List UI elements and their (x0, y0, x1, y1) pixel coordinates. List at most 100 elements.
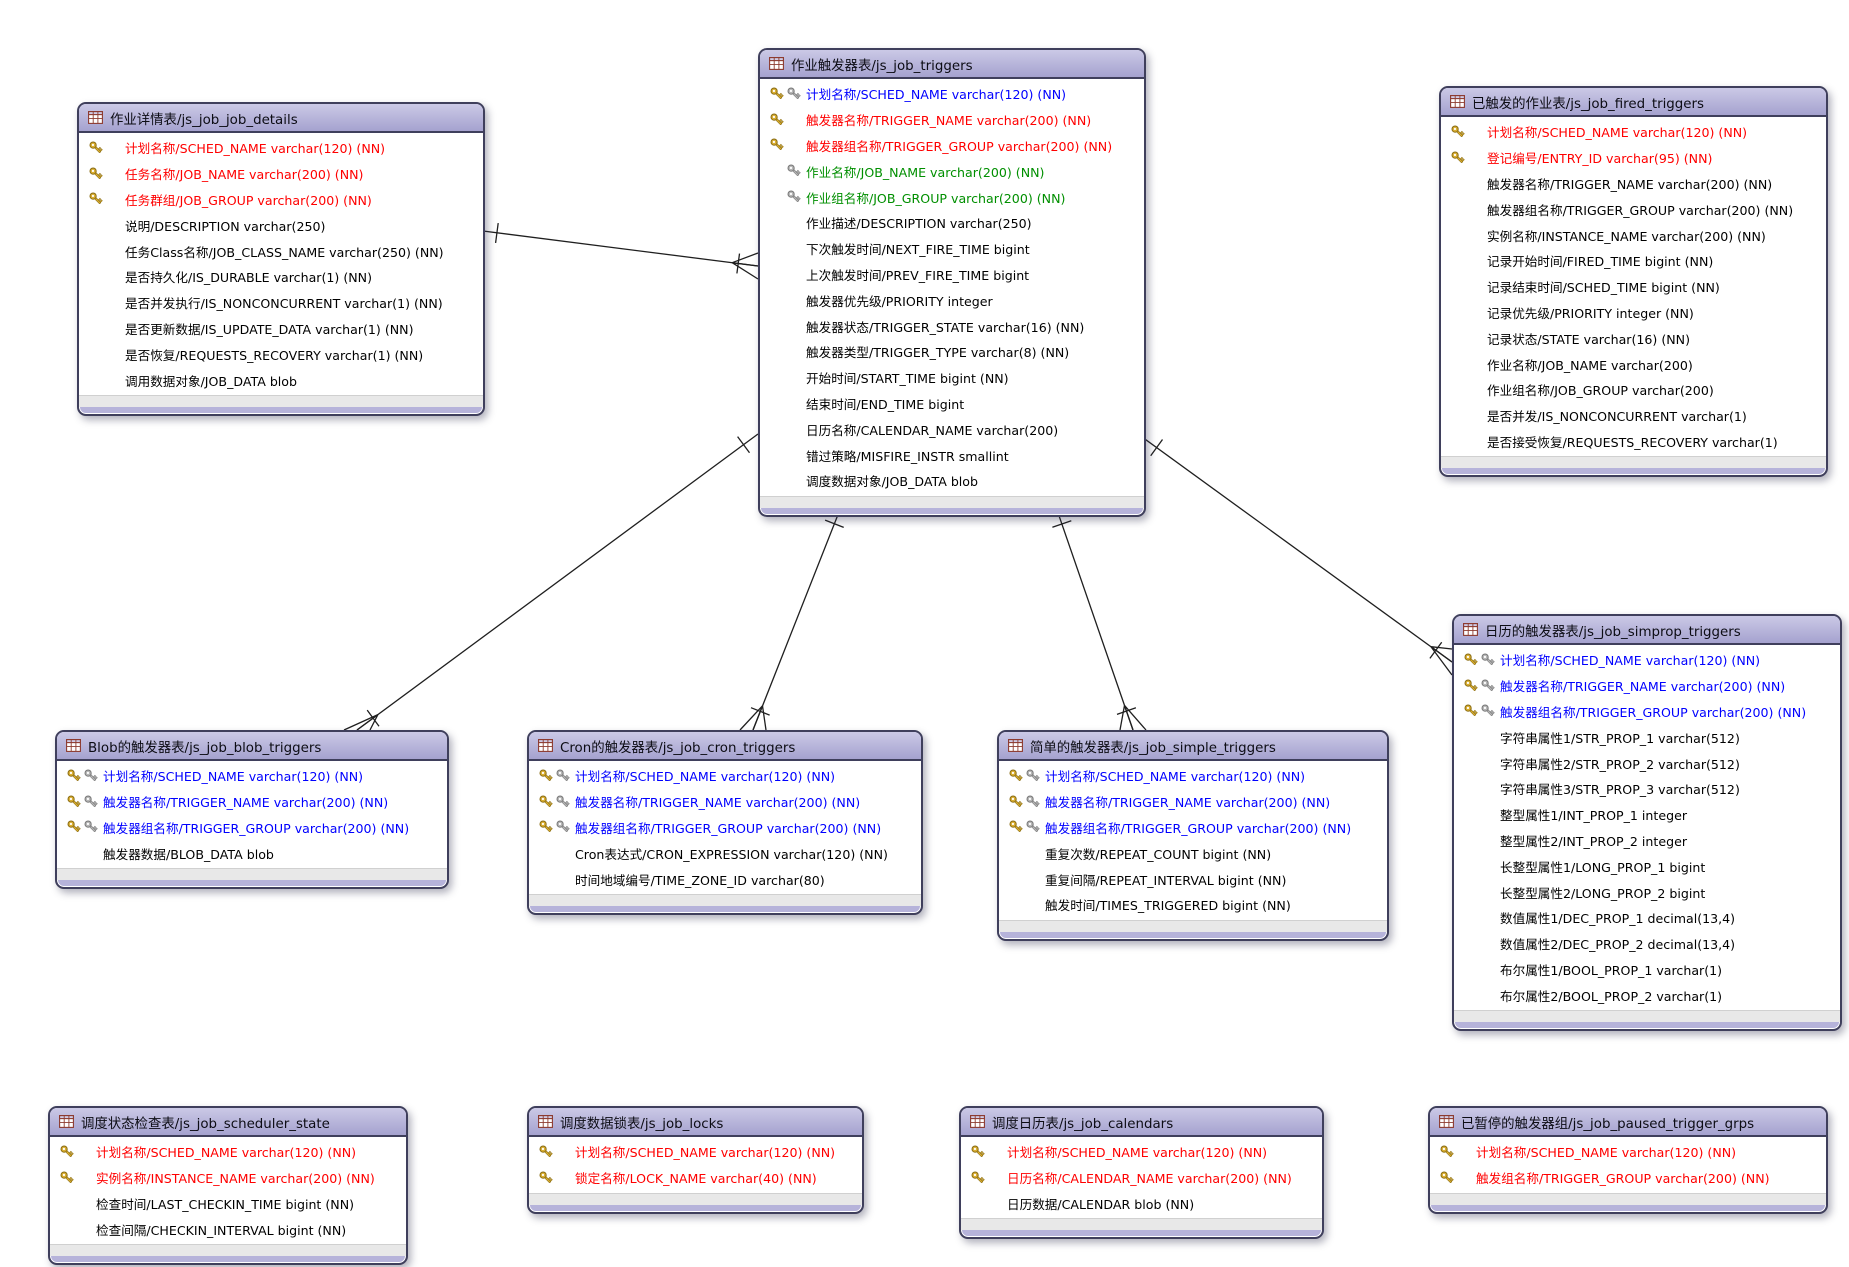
field-row[interactable]: 作业名称/JOB_NAME varchar(200) (NN) (760, 158, 1144, 184)
field-row[interactable]: 布尔属性2/BOOL_PROP_2 varchar(1) (1454, 982, 1840, 1008)
field-row[interactable]: 数值属性1/DEC_PROP_1 decimal(13,4) (1454, 905, 1840, 931)
field-row[interactable]: 触发组名称/TRIGGER_GROUP varchar(200) (NN) (1430, 1165, 1826, 1191)
table-header[interactable]: 日历的触发器表/js_job_simprop_triggers (1454, 616, 1840, 645)
field-row[interactable]: 计划名称/SCHED_NAME varchar(120) (NN) (57, 763, 447, 789)
field-row[interactable]: 日历数据/CALENDAR blob (NN) (961, 1191, 1322, 1217)
field-row[interactable]: 检查间隔/CHECKIN_INTERVAL bigint (NN) (50, 1216, 406, 1242)
field-row[interactable]: 记录开始时间/FIRED_TIME bigint (NN) (1441, 248, 1826, 274)
table-header[interactable]: Cron的触发器表/js_job_cron_triggers (529, 732, 921, 761)
table-header[interactable]: 已暂停的触发器组/js_job_paused_trigger_grps (1430, 1108, 1826, 1137)
field-row[interactable]: 任务名称/JOB_NAME varchar(200) (NN) (79, 161, 483, 187)
field-row[interactable]: 日历名称/CALENDAR_NAME varchar(200) (NN) (961, 1165, 1322, 1191)
field-row[interactable]: 日历名称/CALENDAR_NAME varchar(200) (760, 416, 1144, 442)
field-row[interactable]: 数值属性2/DEC_PROP_2 decimal(13,4) (1454, 931, 1840, 957)
field-row[interactable]: 计划名称/SCHED_NAME varchar(120) (NN) (529, 763, 921, 789)
field-row[interactable]: 字符串属性1/STR_PROP_1 varchar(512) (1454, 724, 1840, 750)
table-header[interactable]: 作业触发器表/js_job_triggers (760, 50, 1144, 79)
field-row[interactable]: 作业组名称/JOB_GROUP varchar(200) (NN) (760, 184, 1144, 210)
field-row[interactable]: 是否持久化/IS_DURABLE varchar(1) (NN) (79, 264, 483, 290)
field-row[interactable]: 整型属性1/INT_PROP_1 integer (1454, 802, 1840, 828)
entity-table-calendars[interactable]: 调度日历表/js_job_calendars 计划名称/SCHED_NAME v… (959, 1106, 1324, 1240)
table-header[interactable]: 调度数据锁表/js_job_locks (529, 1108, 862, 1137)
field-row[interactable]: 说明/DESCRIPTION varchar(250) (79, 212, 483, 238)
field-row[interactable]: 作业名称/JOB_NAME varchar(200) (1441, 351, 1826, 377)
table-header[interactable]: 已触发的作业表/js_job_fired_triggers (1441, 88, 1826, 117)
field-row[interactable]: 触发器名称/TRIGGER_NAME varchar(200) (NN) (529, 789, 921, 815)
field-row[interactable]: 调度数据对象/JOB_DATA blob (760, 468, 1144, 494)
field-row[interactable]: 触发器名称/TRIGGER_NAME varchar(200) (NN) (57, 789, 447, 815)
field-row[interactable]: 记录状态/STATE varchar(16) (NN) (1441, 325, 1826, 351)
entity-table-simple-triggers[interactable]: 简单的触发器表/js_job_simple_triggers 计划名称/SCHE… (997, 730, 1389, 941)
field-row[interactable]: 触发器类型/TRIGGER_TYPE varchar(8) (NN) (760, 339, 1144, 365)
field-row[interactable]: 整型属性2/INT_PROP_2 integer (1454, 828, 1840, 854)
field-row[interactable]: 计划名称/SCHED_NAME varchar(120) (NN) (50, 1139, 406, 1165)
field-row[interactable]: 计划名称/SCHED_NAME varchar(120) (NN) (1430, 1139, 1826, 1165)
relationship-triggers-cron[interactable] (739, 506, 844, 731)
field-row[interactable]: 触发器名称/TRIGGER_NAME varchar(200) (NN) (999, 789, 1387, 815)
field-row[interactable]: 触发器优先级/PRIORITY integer (760, 287, 1144, 313)
field-row[interactable]: 长整型属性1/LONG_PROP_1 bigint (1454, 853, 1840, 879)
field-row[interactable]: 触发器组名称/TRIGGER_GROUP varchar(200) (NN) (1441, 196, 1826, 222)
field-row[interactable]: 任务群组/JOB_GROUP varchar(200) (NN) (79, 187, 483, 213)
entity-table-cron-triggers[interactable]: Cron的触发器表/js_job_cron_triggers 计划名称/SCHE… (527, 730, 923, 915)
field-row[interactable]: 触发器数据/BLOB_DATA blob (57, 840, 447, 866)
field-row[interactable]: 计划名称/SCHED_NAME varchar(120) (NN) (961, 1139, 1322, 1165)
field-row[interactable]: 下次触发时间/NEXT_FIRE_TIME bigint (760, 236, 1144, 262)
entity-table-job-details[interactable]: 作业详情表/js_job_job_details 计划名称/SCHED_NAME… (77, 102, 485, 416)
field-row[interactable]: 计划名称/SCHED_NAME varchar(120) (NN) (79, 135, 483, 161)
field-row[interactable]: 作业组名称/JOB_GROUP varchar(200) (1441, 377, 1826, 403)
field-row[interactable]: 作业描述/DESCRIPTION varchar(250) (760, 210, 1144, 236)
field-row[interactable]: 触发器组名称/TRIGGER_GROUP varchar(200) (NN) (999, 815, 1387, 841)
table-header[interactable]: 调度状态检查表/js_job_scheduler_state (50, 1108, 406, 1137)
field-row[interactable]: 计划名称/SCHED_NAME varchar(120) (NN) (1441, 119, 1826, 145)
entity-table-simprop-triggers[interactable]: 日历的触发器表/js_job_simprop_triggers 计划名称/SCH… (1452, 614, 1842, 1032)
field-row[interactable]: 重复次数/REPEAT_COUNT bigint (NN) (999, 840, 1387, 866)
relationship-details-triggers[interactable] (482, 223, 759, 280)
relationship-triggers-simple[interactable] (1052, 506, 1147, 731)
field-row[interactable]: 是否恢复/REQUESTS_RECOVERY varchar(1) (NN) (79, 341, 483, 367)
field-row[interactable]: 调用数据对象/JOB_DATA blob (79, 367, 483, 393)
field-row[interactable]: 记录优先级/PRIORITY integer (NN) (1441, 300, 1826, 326)
field-row[interactable]: 登记编号/ENTRY_ID varchar(95) (NN) (1441, 145, 1826, 171)
field-row[interactable]: 长整型属性2/LONG_PROP_2 bigint (1454, 879, 1840, 905)
entity-table-fired-triggers[interactable]: 已触发的作业表/js_job_fired_triggers 计划名称/SCHED… (1439, 86, 1828, 478)
field-row[interactable]: 开始时间/START_TIME bigint (NN) (760, 365, 1144, 391)
entity-table-blob-triggers[interactable]: Blob的触发器表/js_job_blob_triggers 计划名称/SCHE… (55, 730, 449, 890)
field-row[interactable]: 触发器组名称/TRIGGER_GROUP varchar(200) (NN) (57, 815, 447, 841)
entity-table-scheduler-state[interactable]: 调度状态检查表/js_job_scheduler_state 计划名称/SCHE… (48, 1106, 408, 1266)
field-row[interactable]: 任务Class名称/JOB_CLASS_NAME varchar(250) (N… (79, 238, 483, 264)
field-row[interactable]: 触发器名称/TRIGGER_NAME varchar(200) (NN) (1454, 673, 1840, 699)
field-row[interactable]: 触发器状态/TRIGGER_STATE varchar(16) (NN) (760, 313, 1144, 339)
field-row[interactable]: 时间地域编号/TIME_ZONE_ID varchar(80) (529, 866, 921, 892)
field-row[interactable]: 是否并发执行/IS_NONCONCURRENT varchar(1) (NN) (79, 290, 483, 316)
field-row[interactable]: 触发器名称/TRIGGER_NAME varchar(200) (NN) (760, 107, 1144, 133)
field-row[interactable]: 是否并发/IS_NONCONCURRENT varchar(1) (1441, 403, 1826, 429)
relationship-triggers-simprop[interactable] (1141, 436, 1453, 676)
field-row[interactable]: 实例名称/INSTANCE_NAME varchar(200) (NN) (50, 1165, 406, 1191)
table-header[interactable]: 作业详情表/js_job_job_details (79, 104, 483, 133)
table-header[interactable]: 调度日历表/js_job_calendars (961, 1108, 1322, 1137)
field-row[interactable]: 计划名称/SCHED_NAME varchar(120) (NN) (999, 763, 1387, 789)
field-row[interactable]: 是否接受恢复/REQUESTS_RECOVERY varchar(1) (1441, 429, 1826, 455)
field-row[interactable]: 计划名称/SCHED_NAME varchar(120) (NN) (1454, 647, 1840, 673)
field-row[interactable]: 结束时间/END_TIME bigint (760, 391, 1144, 417)
relationship-triggers-blob[interactable] (343, 433, 759, 731)
field-row[interactable]: 记录结束时间/SCHED_TIME bigint (NN) (1441, 274, 1826, 300)
field-row[interactable]: 重复间隔/REPEAT_INTERVAL bigint (NN) (999, 866, 1387, 892)
field-row[interactable]: 检查时间/LAST_CHECKIN_TIME bigint (NN) (50, 1191, 406, 1217)
field-row[interactable]: Cron表达式/CRON_EXPRESSION varchar(120) (NN… (529, 840, 921, 866)
field-row[interactable]: 触发器组名称/TRIGGER_GROUP varchar(200) (NN) (760, 133, 1144, 159)
entity-table-locks[interactable]: 调度数据锁表/js_job_locks 计划名称/SCHED_NAME varc… (527, 1106, 864, 1214)
table-header[interactable]: 简单的触发器表/js_job_simple_triggers (999, 732, 1387, 761)
field-row[interactable]: 是否更新数据/IS_UPDATE_DATA varchar(1) (NN) (79, 316, 483, 342)
field-row[interactable]: 触发器组名称/TRIGGER_GROUP varchar(200) (NN) (1454, 699, 1840, 725)
field-row[interactable]: 触发器名称/TRIGGER_NAME varchar(200) (NN) (1441, 171, 1826, 197)
field-row[interactable]: 错过策略/MISFIRE_INSTR smallint (760, 442, 1144, 468)
field-row[interactable]: 布尔属性1/BOOL_PROP_1 varchar(1) (1454, 957, 1840, 983)
table-header[interactable]: Blob的触发器表/js_job_blob_triggers (57, 732, 447, 761)
entity-table-paused-trigger-grps[interactable]: 已暂停的触发器组/js_job_paused_trigger_grps 计划名称… (1428, 1106, 1828, 1214)
field-row[interactable]: 字符串属性3/STR_PROP_3 varchar(512) (1454, 776, 1840, 802)
field-row[interactable]: 锁定名称/LOCK_NAME varchar(40) (NN) (529, 1165, 862, 1191)
field-row[interactable]: 字符串属性2/STR_PROP_2 varchar(512) (1454, 750, 1840, 776)
field-row[interactable]: 触发时间/TIMES_TRIGGERED bigint (NN) (999, 892, 1387, 918)
